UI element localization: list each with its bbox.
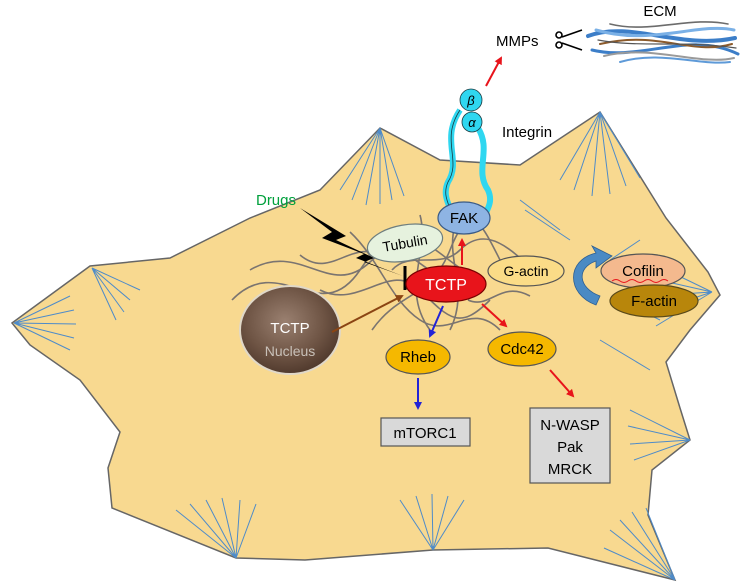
fak-node: FAK bbox=[437, 201, 491, 235]
nucleus: TCTP Nucleus bbox=[239, 285, 341, 375]
rheb-label: Rheb bbox=[400, 349, 436, 366]
tubulin-label: Tubulin bbox=[381, 231, 428, 255]
nucleus-label: Nucleus bbox=[265, 343, 316, 359]
alpha-label: α bbox=[468, 115, 476, 130]
arrow-tctp-to-nucleus bbox=[331, 295, 404, 333]
scissors-icon bbox=[555, 29, 583, 51]
cycle-arrow-icon bbox=[573, 245, 613, 306]
cdc42-node: Cdc42 bbox=[487, 331, 557, 367]
arrow-tctp-to-cdc42 bbox=[481, 303, 508, 328]
mtorc1-box: mTORC1 bbox=[380, 417, 471, 447]
nucleus-tctp-label: TCTP bbox=[270, 320, 309, 337]
f-actin-node: F-actin bbox=[609, 284, 699, 318]
fak-label: FAK bbox=[450, 210, 478, 227]
g-actin-node: G-actin bbox=[487, 255, 565, 287]
arrow-cdc42-to-effectors bbox=[549, 369, 575, 398]
cdc42-label: Cdc42 bbox=[500, 341, 543, 358]
arrow-integrin-to-mmps bbox=[485, 56, 502, 87]
rheb-node: Rheb bbox=[385, 339, 451, 375]
drugs-label: Drugs bbox=[256, 192, 296, 209]
ecm-fibers bbox=[586, 21, 740, 64]
effectors-box: N-WASP Pak MRCK bbox=[529, 407, 611, 484]
f-actin-label: F-actin bbox=[631, 293, 677, 310]
arrow-tctp-to-rheb bbox=[428, 305, 444, 338]
cell-body bbox=[10, 110, 721, 582]
tctp-label: TCTP bbox=[425, 277, 467, 294]
mtorc1-label: mTORC1 bbox=[393, 425, 456, 442]
cofilin-node: Cofilin bbox=[600, 253, 686, 289]
ecm-label: ECM bbox=[643, 3, 676, 20]
beta-label: β bbox=[466, 93, 475, 108]
mmps-label: MMPs bbox=[496, 33, 539, 50]
effector-n-wasp: N-WASP bbox=[540, 417, 599, 434]
integrin-label: Integrin bbox=[502, 124, 552, 141]
tubulin-node: Tubulin bbox=[366, 223, 444, 263]
g-actin-label: G-actin bbox=[503, 263, 548, 279]
drugs-bolt-icon bbox=[300, 208, 403, 276]
cofilin-label: Cofilin bbox=[622, 263, 664, 280]
integrin-alpha-icon bbox=[461, 111, 483, 133]
effector-mrck: MRCK bbox=[548, 461, 592, 478]
effector-pak: Pak bbox=[557, 439, 583, 456]
integrin-beta-icon bbox=[459, 88, 483, 112]
tctp-node: TCTP bbox=[405, 265, 487, 303]
